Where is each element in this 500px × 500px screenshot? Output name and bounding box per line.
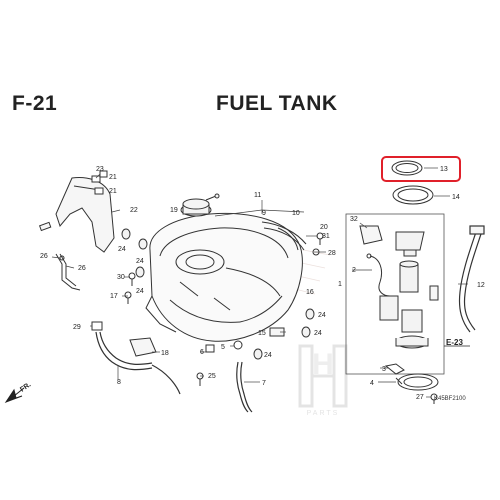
watermark-monogram: H bbox=[312, 348, 334, 381]
tank-rear-bracket bbox=[261, 221, 307, 251]
watermark-text: PARTS bbox=[307, 410, 340, 417]
setting-plate-part-4 bbox=[395, 373, 439, 391]
label-part-21a: 21 bbox=[109, 174, 117, 181]
label-part-16: 16 bbox=[306, 289, 314, 296]
label-part-5: 5 bbox=[221, 344, 225, 351]
label-part-18: 18 bbox=[161, 350, 169, 357]
label-part-21b: 21 bbox=[109, 188, 117, 195]
diagram-title: FUEL TANK bbox=[216, 92, 338, 115]
figure-reference-code: K45BF2100 bbox=[434, 396, 466, 402]
bolt-part-17 bbox=[124, 291, 132, 304]
label-part-24a: 24 bbox=[118, 246, 126, 253]
label-part-2: 2 bbox=[352, 267, 356, 274]
label-part-24d: 24 bbox=[318, 312, 326, 319]
label-part-24b: 24 bbox=[136, 258, 144, 265]
label-part-22: 22 bbox=[130, 207, 138, 214]
label-part-32: 32 bbox=[350, 216, 358, 223]
label-part-26a: 26 bbox=[40, 253, 48, 260]
collar-part-6 bbox=[205, 344, 215, 353]
fuel-pump-wire-part-2 bbox=[366, 253, 391, 297]
clip-part-29 bbox=[91, 321, 103, 331]
label-part-24c: 24 bbox=[136, 288, 144, 295]
label-part-31: 31 bbox=[322, 233, 330, 240]
front-direction-arrow-icon bbox=[4, 387, 25, 404]
clip-part-3 bbox=[384, 363, 405, 375]
hose-part-8 bbox=[95, 331, 181, 395]
label-part-6: 6 bbox=[200, 349, 204, 356]
fuel-pump-assembly-frame bbox=[345, 213, 445, 375]
label-part-11: 11 bbox=[254, 192, 261, 199]
valve-part-18 bbox=[129, 337, 157, 357]
bolt-part-25 bbox=[196, 372, 204, 386]
label-part-30: 30 bbox=[117, 274, 125, 281]
fuel-pump-part-1 bbox=[379, 231, 429, 349]
fuel-pump-connector bbox=[359, 225, 439, 301]
fuel-cap-part-19 bbox=[180, 193, 220, 217]
section-code: F-21 bbox=[12, 92, 58, 115]
label-part-19: 19 bbox=[170, 207, 178, 214]
label-part-20: 20 bbox=[320, 224, 328, 231]
label-part-12: 12 bbox=[477, 282, 485, 289]
label-part-24e: 24 bbox=[314, 330, 322, 337]
fuel-tank-body bbox=[145, 212, 303, 342]
label-part-17: 17 bbox=[110, 293, 118, 300]
label-part-8: 8 bbox=[117, 379, 121, 386]
label-part-4: 4 bbox=[370, 380, 374, 387]
label-part-3: 3 bbox=[382, 366, 386, 373]
label-part-15: 15 bbox=[258, 330, 266, 337]
leader-lines bbox=[51, 167, 468, 398]
label-part-1: 1 bbox=[338, 281, 342, 288]
gasket-part-13 bbox=[391, 160, 423, 176]
side-cover-part-22 bbox=[38, 177, 115, 253]
label-part-10: 10 bbox=[292, 210, 300, 217]
label-part-27: 27 bbox=[416, 394, 424, 401]
rubber-part-16 bbox=[277, 227, 299, 251]
lock-ring-part-14 bbox=[392, 185, 434, 205]
highlight-box-part-13 bbox=[381, 156, 461, 182]
drain-tube-part-7 bbox=[236, 361, 253, 413]
hose-part-12 bbox=[458, 225, 485, 333]
front-direction-label: FR. bbox=[19, 381, 32, 393]
label-part-23: 23 bbox=[96, 166, 104, 173]
label-part-24f: 24 bbox=[264, 352, 272, 359]
clip-part-21 bbox=[91, 175, 104, 195]
grommets-part-24 bbox=[121, 228, 315, 360]
bolt-part-5 bbox=[233, 340, 243, 350]
bracket-part-26 bbox=[55, 253, 81, 291]
section-reference-marker: E-23 bbox=[446, 338, 463, 347]
bolt-part-30 bbox=[128, 272, 136, 286]
label-part-14: 14 bbox=[452, 194, 460, 201]
label-part-7: 7 bbox=[262, 380, 266, 387]
label-part-9: 9 bbox=[262, 210, 266, 217]
label-part-26b: 26 bbox=[78, 265, 86, 272]
part-number-labels: 11 9 10 19 21 21 23 22 24 24 24 26 26 30… bbox=[40, 166, 485, 401]
label-part-25: 25 bbox=[208, 373, 216, 380]
label-part-13: 13 bbox=[440, 166, 448, 173]
label-part-29: 29 bbox=[73, 324, 81, 331]
label-part-28: 28 bbox=[328, 250, 336, 257]
